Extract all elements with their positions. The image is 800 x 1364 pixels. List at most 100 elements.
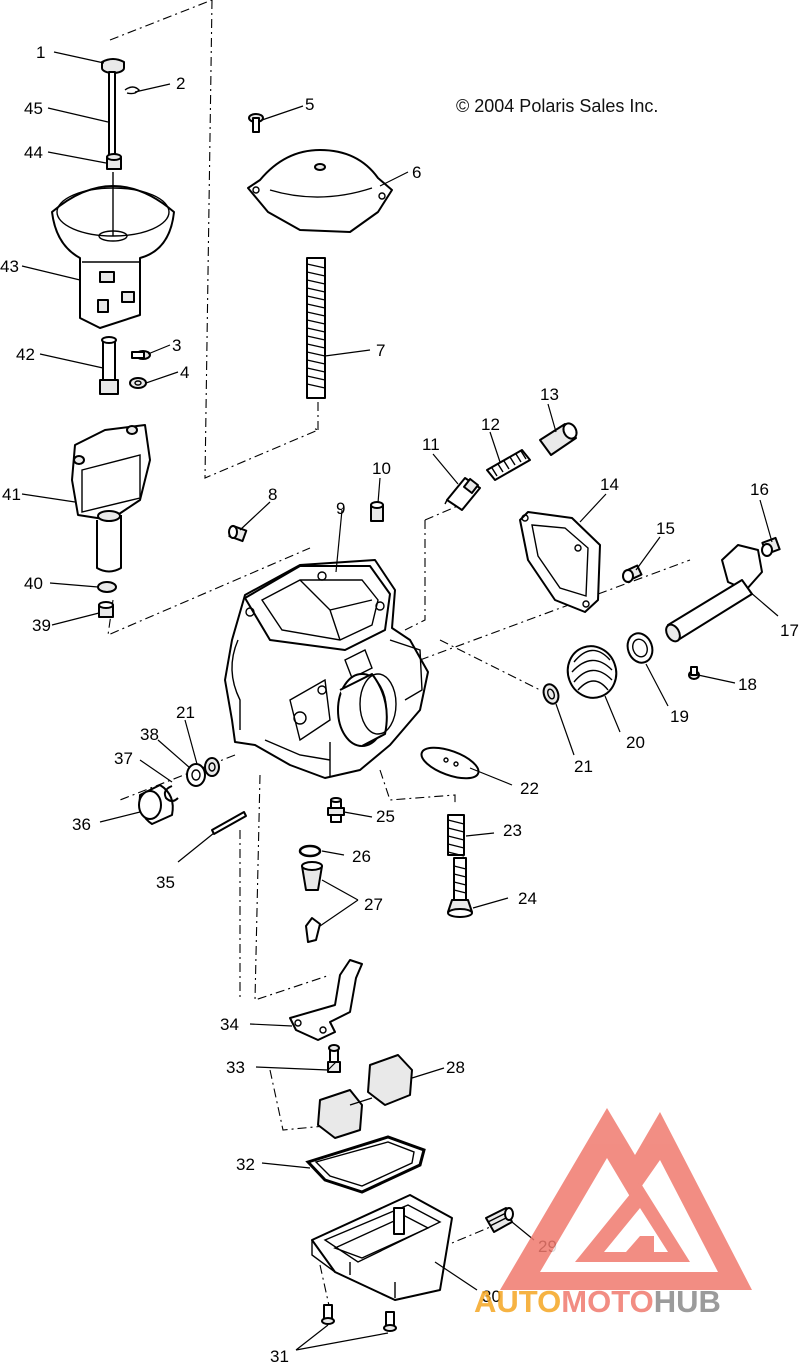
callout-37: 37 — [114, 749, 133, 768]
callout-42: 42 — [16, 345, 35, 364]
part-14-cover — [519, 511, 601, 613]
needle-jet-assembly — [51, 58, 175, 329]
part-29-drain-screw — [485, 1207, 514, 1233]
callout-16: 16 — [750, 480, 769, 499]
part-24-idle-screw — [447, 857, 473, 918]
callout-35: 35 — [156, 873, 175, 892]
callout-18: 18 — [738, 675, 757, 694]
part-42-jet-needle-holder — [99, 336, 119, 395]
part-16-screw — [761, 536, 781, 557]
part-25-jet — [327, 797, 345, 823]
carburetor-body — [224, 524, 429, 779]
part-3-screw — [131, 350, 151, 360]
part-43-vacuum-slide — [51, 172, 175, 329]
left-side-parts — [138, 757, 247, 835]
callout-9: 9 — [336, 499, 345, 518]
part-6-top-cover — [247, 149, 393, 233]
slide-assembly — [71, 336, 151, 618]
part-21-washer-left — [204, 757, 220, 777]
part-2-clip — [124, 86, 140, 95]
callout-28: 28 — [446, 1058, 465, 1077]
copyright-notice: © 2004 Polaris Sales Inc. — [456, 96, 658, 116]
callout-27: 27 — [364, 895, 383, 914]
part-34-float-arm — [289, 959, 363, 1041]
callout-33: 33 — [226, 1058, 245, 1077]
part-7-spring — [306, 257, 326, 399]
callout-24: 24 — [518, 889, 537, 908]
part-44-collar — [106, 153, 122, 170]
callout-4: 4 — [180, 363, 189, 382]
callout-39: 39 — [32, 616, 51, 635]
callout-31: 31 — [270, 1347, 289, 1364]
callout-7: 7 — [376, 341, 385, 360]
part-22-diaphragm-plate — [420, 746, 480, 780]
callout-26: 26 — [352, 847, 371, 866]
part-4-washer — [129, 377, 147, 389]
part-37-clip — [163, 785, 179, 802]
part-10-plug — [370, 501, 384, 522]
callout-21-right: 21 — [574, 757, 593, 776]
leader-lines — [21, 51, 779, 1351]
part-5-screw — [248, 113, 264, 133]
watermark-auto: AUTO — [474, 1284, 561, 1319]
throttle-shaft-assembly — [519, 511, 781, 705]
callout-21-left: 21 — [176, 703, 195, 722]
part-39-spring-seat — [98, 601, 114, 618]
callout-numbers: 1 2 45 44 43 42 3 4 41 40 39 5 6 7 8 9 1… — [0, 43, 799, 1364]
part-32-bowl-gasket — [305, 1135, 426, 1194]
callout-14: 14 — [600, 475, 619, 494]
part-40-washer — [97, 581, 117, 593]
callout-43: 43 — [0, 257, 19, 276]
callout-22: 22 — [520, 779, 539, 798]
callout-30: 30 — [482, 1287, 501, 1306]
float-bowl-assembly — [289, 959, 514, 1332]
part-26-o-ring — [298, 844, 322, 858]
part-28-float — [317, 1054, 413, 1139]
part-41-throttle-slide — [71, 424, 151, 573]
part-35-pin — [211, 811, 247, 835]
callout-2: 2 — [176, 74, 185, 93]
automotohub-watermark: AUTOMOTOHUB — [474, 1108, 752, 1319]
callout-6: 6 — [412, 163, 421, 182]
callout-19: 19 — [670, 707, 689, 726]
callout-38: 38 — [140, 725, 159, 744]
part-1-cap — [101, 58, 125, 74]
part-13-nut — [539, 422, 578, 456]
part-31-screws — [321, 1304, 397, 1332]
part-45-needle — [108, 71, 116, 158]
assembly-guide-lines — [107, 0, 691, 1311]
callout-44: 44 — [24, 143, 43, 162]
watermark-text: AUTOMOTOHUB — [474, 1284, 721, 1319]
callout-40: 40 — [24, 574, 43, 593]
intake-bore — [337, 673, 397, 747]
callout-13: 13 — [540, 385, 559, 404]
watermark-logo-mark — [500, 1108, 752, 1290]
callout-12: 12 — [481, 415, 500, 434]
part-30-float-bowl — [311, 1194, 453, 1301]
top-cover-assembly — [247, 113, 393, 399]
callout-36: 36 — [72, 815, 91, 834]
callout-45: 45 — [24, 99, 43, 118]
callout-1: 1 — [36, 43, 45, 62]
part-23-spring — [447, 814, 465, 857]
callout-25: 25 — [376, 807, 395, 826]
callout-15: 15 — [656, 519, 675, 538]
part-17-throttle-shaft — [665, 544, 763, 643]
callout-10: 10 — [372, 459, 391, 478]
callout-5: 5 — [305, 95, 314, 114]
callout-34: 34 — [220, 1015, 239, 1034]
watermark-moto: MOTO — [561, 1284, 653, 1319]
part-21-washer-right — [542, 683, 560, 705]
watermark-hub: HUB — [654, 1284, 721, 1319]
callout-41: 41 — [2, 485, 21, 504]
part-12-spring — [486, 449, 531, 481]
part-27-needle-valve — [301, 861, 323, 943]
callout-23: 23 — [503, 821, 522, 840]
lower-jets-assembly — [298, 746, 480, 943]
callout-8: 8 — [268, 485, 277, 504]
callout-32: 32 — [236, 1155, 255, 1174]
part-19-bushing — [626, 632, 654, 664]
callout-20: 20 — [626, 733, 645, 752]
